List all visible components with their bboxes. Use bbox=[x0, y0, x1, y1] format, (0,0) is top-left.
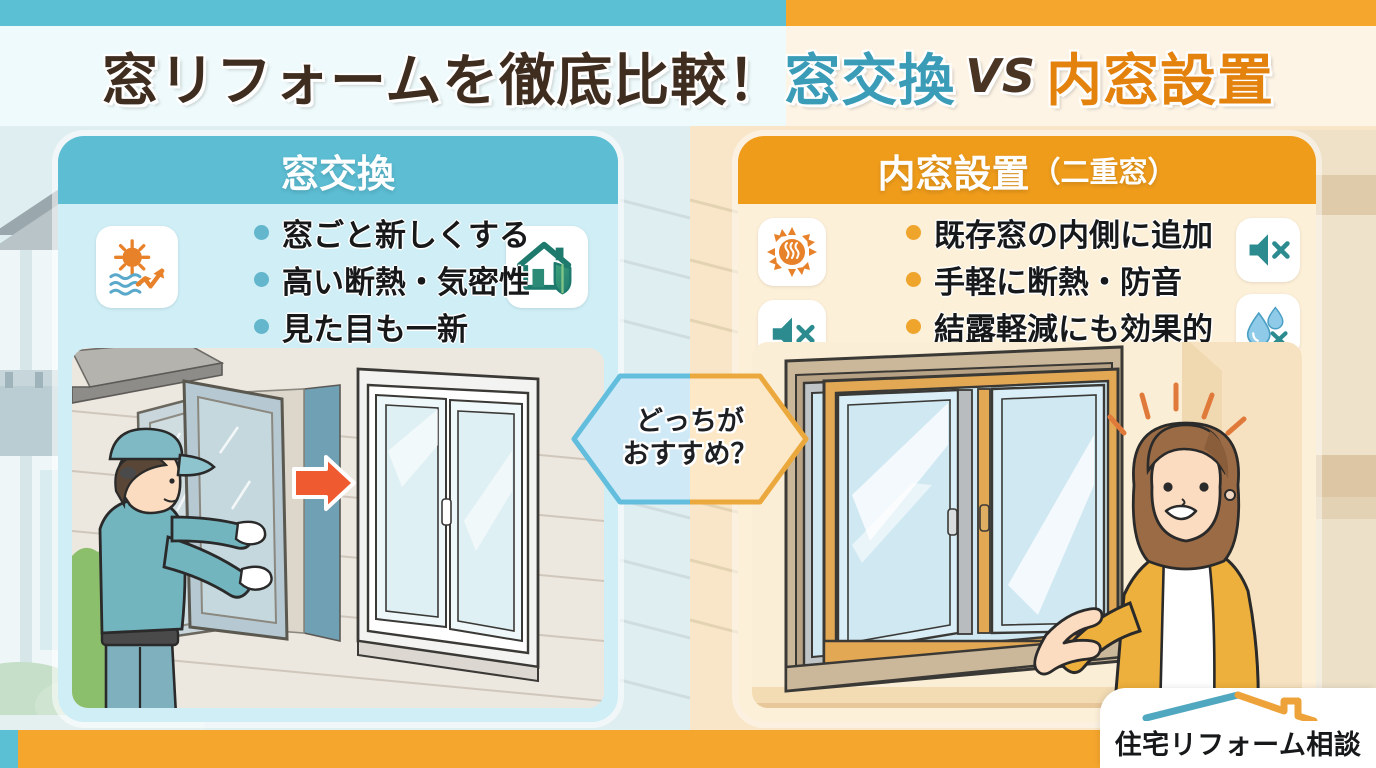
sun-heat-insulation-icon-svg bbox=[109, 239, 165, 296]
bullet-dot-icon bbox=[254, 318, 269, 334]
title-band-bg-left bbox=[0, 26, 786, 126]
center-comparison-arrow: どっちが おすすめ？ bbox=[556, 368, 824, 510]
bullet-text: 窓ごと新しくする bbox=[282, 217, 530, 254]
list-item: 既存窓の内側に追加 bbox=[906, 210, 1213, 254]
red-arrow-icon bbox=[292, 455, 356, 511]
bullet-text: 高い断熱・気密性 bbox=[282, 264, 530, 301]
title-band-bg-right bbox=[786, 26, 1376, 126]
card-left-heading: 窓交換 bbox=[58, 136, 618, 204]
bullet-dot-icon bbox=[254, 224, 269, 240]
roof-logo-icon bbox=[1142, 691, 1318, 721]
card-inner-window[interactable]: 内窓設置（二重窓） bbox=[738, 136, 1316, 722]
sun-warm-icon-svg bbox=[767, 227, 817, 277]
bullet-dot-icon bbox=[906, 271, 921, 287]
card-left-heading-text: 窓交換 bbox=[280, 151, 395, 196]
bottom-accent-bar-teal bbox=[0, 730, 18, 768]
illustration-left-svg bbox=[72, 348, 604, 708]
title-part-orange: 内窓設置 bbox=[1046, 48, 1275, 114]
sun-warm-icon bbox=[758, 218, 826, 286]
title-part-teal: 窓交換 bbox=[784, 48, 956, 114]
worker-illustration bbox=[98, 427, 273, 708]
top-accent-bar-orange bbox=[786, 0, 1376, 26]
house-shield-icon bbox=[506, 226, 588, 308]
title-part-vs: VS bbox=[965, 49, 1037, 103]
card-right-heading-sub: （二重窓） bbox=[1031, 155, 1177, 189]
list-item: 手軽に断熱・防音 bbox=[906, 257, 1213, 301]
illustration-window-replacement bbox=[72, 348, 604, 708]
bullet-text: 既存窓の内側に追加 bbox=[934, 217, 1213, 254]
brand-logo[interactable]: 住宅リフォーム相談 bbox=[1100, 688, 1376, 768]
illustration-right-svg bbox=[752, 342, 1302, 708]
card-right-heading: 内窓設置（二重窓） bbox=[738, 136, 1316, 204]
card-window-replacement[interactable]: 窓交換 bbox=[58, 136, 618, 722]
bullet-text: 手軽に断熱・防音 bbox=[934, 264, 1182, 301]
card-right-heading-text: 内窓設置 bbox=[877, 151, 1030, 196]
house-shield-icon-svg bbox=[516, 241, 572, 295]
title-part-main: 窓リフォームを徹底比較！ bbox=[101, 48, 785, 114]
bullet-text: 見た目も一新 bbox=[282, 311, 468, 348]
top-accent-bar-teal bbox=[0, 0, 786, 26]
list-item: 高い断熱・気密性 bbox=[254, 257, 530, 301]
double-arrow-icon bbox=[571, 373, 809, 505]
bullet-dot-icon bbox=[906, 318, 921, 334]
left-card-bullets: 窓ごと新しくする 高い断熱・気密性 見た目も一新 bbox=[254, 210, 530, 348]
sun-heat-insulation-icon bbox=[96, 226, 178, 308]
brand-logo-text: 住宅リフォーム相談 bbox=[1114, 730, 1362, 761]
woman-illustration bbox=[1033, 382, 1260, 708]
bullet-dot-icon bbox=[254, 271, 269, 287]
top-accent-bar bbox=[0, 0, 1376, 26]
bullet-dot-icon bbox=[906, 224, 921, 240]
mute-speaker-icon-svg-2 bbox=[1249, 234, 1290, 266]
right-card-bullets: 既存窓の内側に追加 手軽に断熱・防音 結露軽減にも効果的 bbox=[906, 210, 1213, 348]
list-item: 窓ごと新しくする bbox=[254, 210, 530, 254]
illustration-inner-window bbox=[752, 342, 1302, 708]
list-item: 見た目も一新 bbox=[254, 304, 530, 348]
mute-speaker-icon bbox=[1236, 218, 1300, 282]
